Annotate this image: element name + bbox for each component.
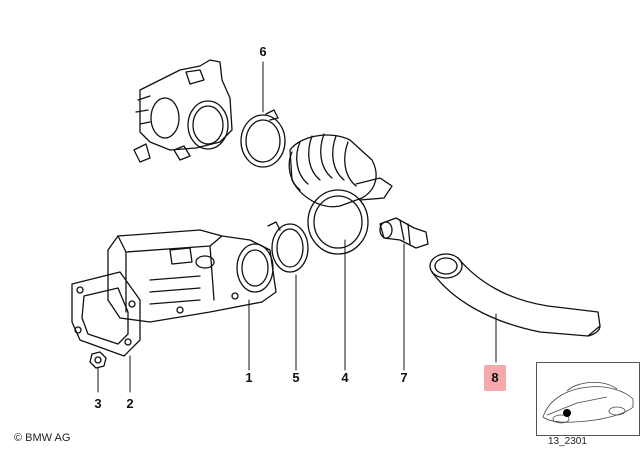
- hose-clamp-6: [240, 109, 286, 168]
- gasket-plate-2: [71, 271, 141, 357]
- part-location-marker: [563, 409, 571, 417]
- air-mass-meter-1: [107, 229, 277, 323]
- car-outline-icon: [542, 382, 634, 424]
- intake-boot-4: [288, 133, 393, 255]
- callout-1[interactable]: 1: [245, 370, 253, 385]
- callout-3[interactable]: 3: [94, 396, 102, 411]
- copyright-label: © BMW AG: [14, 432, 71, 444]
- vehicle-location-inset: [536, 362, 640, 436]
- leader-lines: [97, 61, 497, 393]
- callout-4[interactable]: 4: [341, 370, 349, 385]
- callout-5[interactable]: 5: [292, 370, 300, 385]
- diagram-reference-code: 13_2301: [548, 436, 587, 447]
- callout-8-highlighted[interactable]: 8: [484, 365, 506, 391]
- hose-8: [429, 253, 601, 337]
- callout-6[interactable]: 6: [259, 44, 267, 59]
- callout-7[interactable]: 7: [400, 370, 408, 385]
- connector-7: [379, 217, 429, 249]
- nut-3: [89, 351, 107, 369]
- throttle-housing: [133, 59, 233, 163]
- hose-clamp-5: [267, 221, 309, 273]
- callout-2[interactable]: 2: [126, 396, 134, 411]
